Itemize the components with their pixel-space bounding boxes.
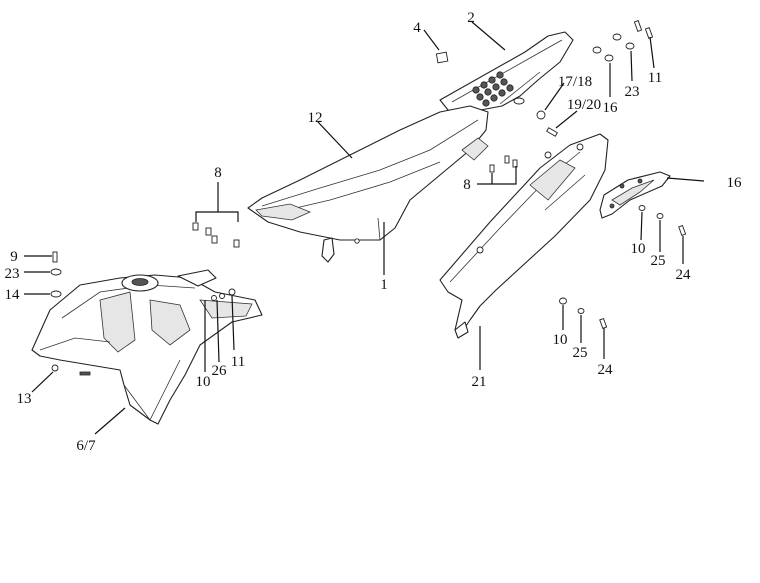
- callout-22: 19/20: [567, 97, 601, 113]
- part-rear-tail-section[interactable]: [439, 31, 574, 113]
- callout-9: 9: [10, 249, 18, 265]
- callout-14: 12: [308, 110, 323, 126]
- callout-13: 13: [17, 391, 32, 407]
- callout-6-7: 6/7: [76, 438, 96, 454]
- callout-25-upper: 25: [651, 253, 666, 269]
- leader-lines: [24, 21, 705, 435]
- callout-1: 1: [380, 277, 388, 293]
- part-fuel-tank-shroud[interactable]: [31, 269, 263, 425]
- callout-8-left: 8: [214, 165, 222, 181]
- callout-12: 11: [648, 70, 662, 86]
- part-main-seat[interactable]: [247, 105, 489, 263]
- callout-17-18: 16: [727, 175, 743, 191]
- callout-labels: 4 2 12 1 17/18 19/20 11 23 16 16 8 8 10 …: [5, 10, 743, 454]
- callout-10-lower-right: 10: [553, 332, 568, 348]
- callout-23-upper: 24: [676, 267, 692, 283]
- callout-16-left: 14: [5, 287, 21, 303]
- part-small-side-cover[interactable]: [599, 171, 671, 219]
- callout-10-tank: 10: [196, 374, 211, 390]
- hardware-items: [50, 20, 687, 372]
- callout-26: 26: [212, 363, 228, 379]
- callout-2: 2: [467, 10, 475, 26]
- callout-11: 11: [231, 354, 245, 370]
- callout-10-upper-right: 10: [631, 241, 646, 257]
- callout-8-upper: 8: [463, 177, 471, 193]
- callout-23-lower: 24: [598, 362, 614, 378]
- callout-21: 17/18: [558, 74, 592, 90]
- callout-4: 4: [413, 20, 421, 36]
- callout-16-top: 16: [603, 100, 619, 116]
- callout-24-top: 23: [625, 84, 640, 100]
- callout-19-20: 21: [472, 374, 487, 390]
- callout-25-lower: 25: [573, 345, 588, 361]
- part-side-panel[interactable]: [439, 133, 609, 339]
- grip-dots-pattern: [472, 71, 514, 107]
- callout-24-left: 23: [5, 266, 20, 282]
